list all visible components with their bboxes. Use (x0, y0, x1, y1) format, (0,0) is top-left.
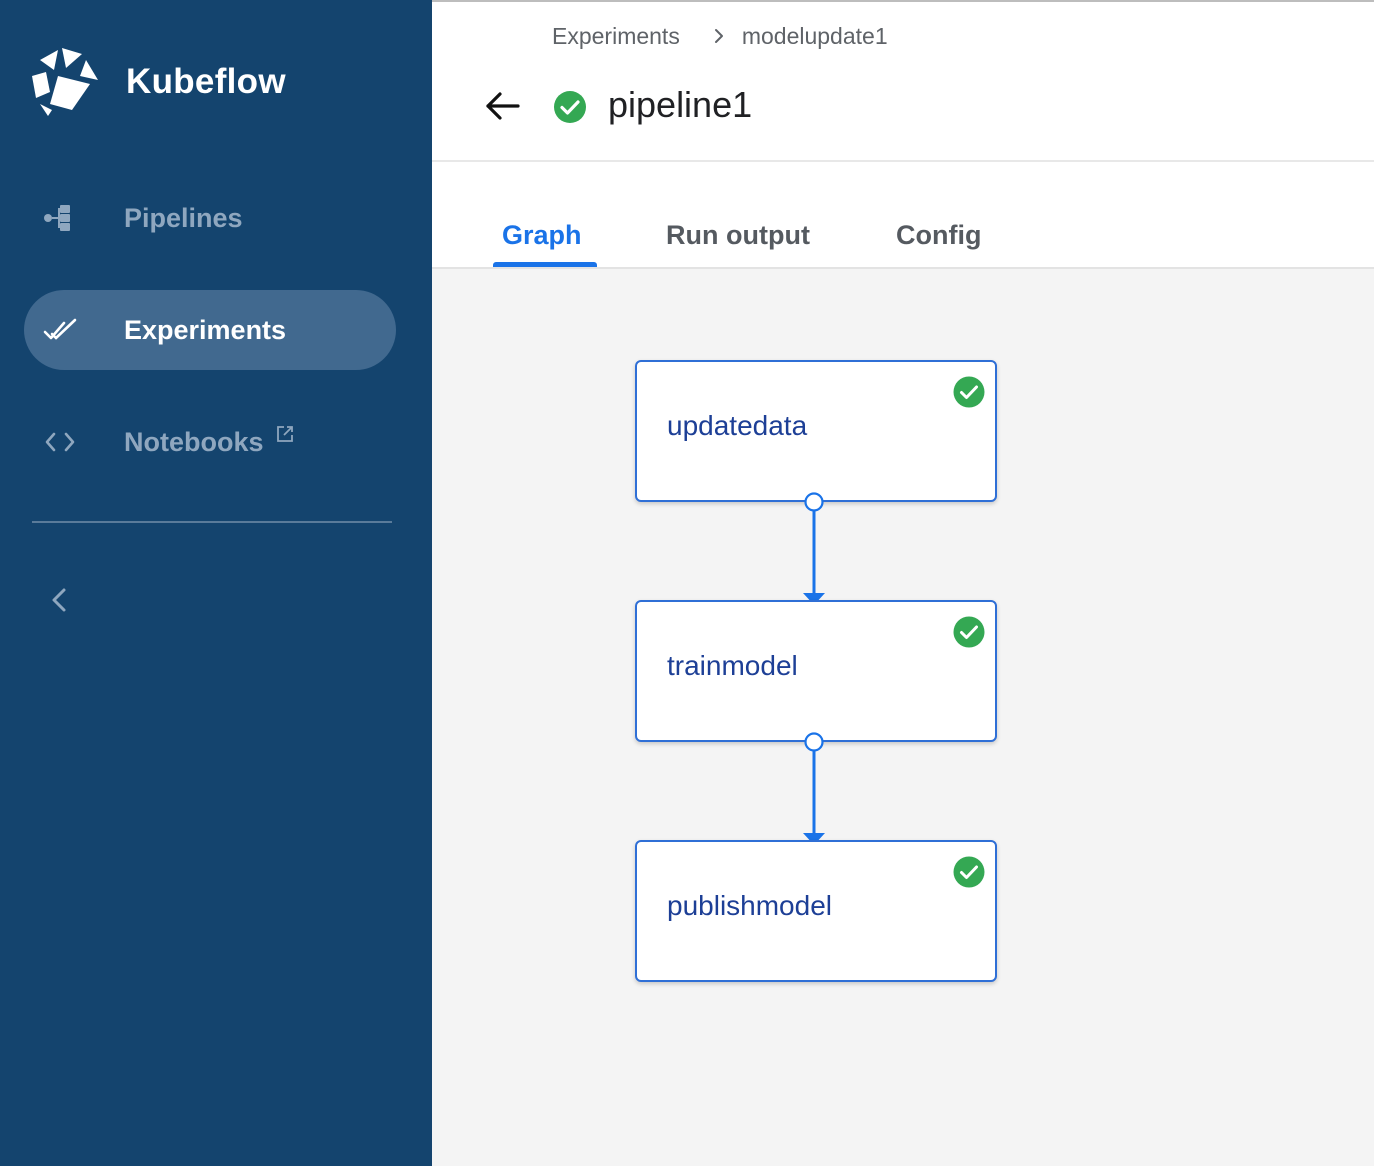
graph-node-trainmodel[interactable]: trainmodel (635, 600, 997, 742)
active-tab-indicator (493, 262, 597, 267)
top-border (432, 0, 1374, 2)
breadcrumb: Experiments modelupdate1 (552, 20, 888, 52)
sidebar-item-pipelines[interactable]: Pipelines (24, 178, 396, 258)
node-label: publishmodel (667, 890, 832, 921)
sidebar: Kubeflow Pipelines Experiments (0, 0, 432, 1166)
graph-node-publishmodel[interactable]: publishmodel (635, 840, 997, 982)
sidebar-item-label: Experiments (124, 315, 287, 345)
kubeflow-logo-icon (32, 48, 98, 116)
sidebar-item-label: Pipelines (124, 203, 243, 233)
header-divider (432, 160, 1374, 162)
node-label: updatedata (667, 410, 808, 441)
success-check-icon (554, 91, 586, 123)
success-check-icon (953, 376, 985, 408)
tab-graph[interactable]: Graph (502, 220, 582, 250)
code-icon (45, 432, 75, 452)
pipelines-icon (44, 205, 70, 231)
experiments-icon (43, 318, 77, 340)
sidebar-divider (32, 521, 392, 523)
success-check-icon (953, 616, 985, 648)
graph-node-updatedata[interactable]: updatedata (635, 360, 997, 502)
brand[interactable]: Kubeflow (28, 46, 286, 118)
tab-run-output[interactable]: Run output (666, 220, 810, 250)
page-title: pipeline1 (608, 84, 753, 125)
tabs-divider (432, 267, 1374, 269)
node-label: trainmodel (667, 650, 798, 681)
chevron-right-icon (714, 29, 723, 43)
sidebar-item-experiments[interactable]: Experiments (24, 290, 396, 370)
sidebar-item-label: Notebooks (124, 402, 294, 482)
breadcrumb-experiments[interactable]: Experiments (552, 22, 680, 49)
back-arrow-icon[interactable] (480, 84, 524, 128)
brand-name: Kubeflow (126, 62, 286, 101)
chevron-left-icon[interactable] (42, 582, 78, 618)
sidebar-item-notebooks[interactable]: Notebooks (24, 402, 396, 482)
breadcrumb-experiment[interactable]: modelupdate1 (741, 22, 888, 49)
tab-config[interactable]: Config (896, 220, 982, 250)
success-check-icon (953, 856, 985, 888)
external-link-icon (276, 426, 293, 442)
